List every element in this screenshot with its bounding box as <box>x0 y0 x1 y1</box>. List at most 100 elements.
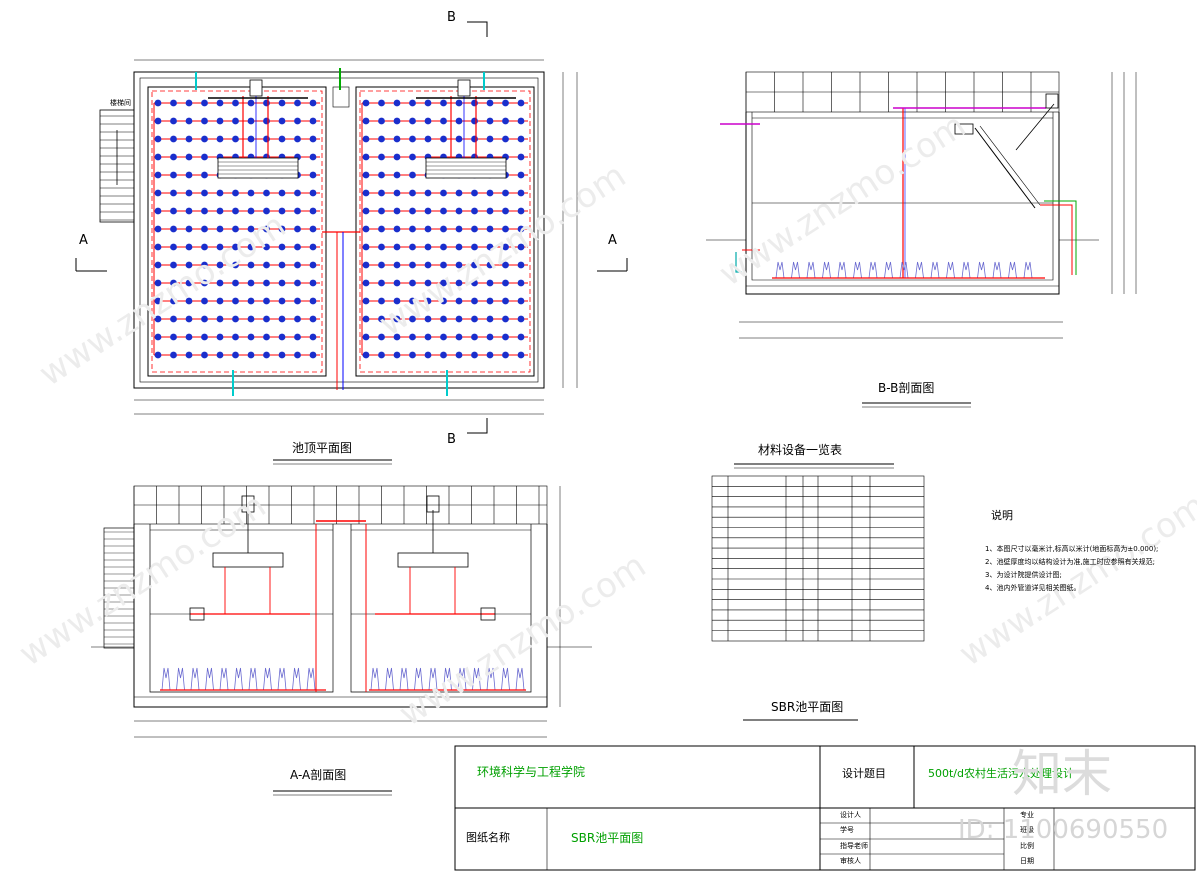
diffuser-disc <box>170 279 177 287</box>
diffuser-disc <box>486 135 494 143</box>
role-label: 学号 <box>840 826 854 834</box>
diffuser-disc <box>216 189 224 197</box>
diffuser-bubbles <box>806 261 816 279</box>
diffuser-disc <box>471 243 478 251</box>
diffuser-disc <box>247 333 255 341</box>
diffuser-disc <box>309 351 317 359</box>
diffuser-disc <box>309 189 317 197</box>
diffuser-disc <box>502 135 509 143</box>
diffuser-disc <box>393 225 401 233</box>
diffuser-disc <box>170 153 177 161</box>
diffuser-disc <box>294 99 301 107</box>
diffuser-disc <box>486 117 494 125</box>
diffuser-disc <box>502 225 509 233</box>
diffuser-bubbles <box>292 667 301 691</box>
diffuser-disc <box>201 135 208 143</box>
diffuser-disc <box>309 225 317 233</box>
note-line: 3、为设计院提供设计图; <box>985 571 1062 579</box>
diffuser-bubbles <box>443 667 452 691</box>
diffuser-disc <box>486 261 494 269</box>
diffuser-disc <box>247 117 255 125</box>
diffuser-disc <box>154 243 162 251</box>
diffuser-disc <box>393 171 401 179</box>
diffuser-disc <box>502 297 509 305</box>
diffuser-disc <box>154 261 162 269</box>
pool-top-plan-view <box>75 21 628 465</box>
diffuser-disc <box>424 207 432 215</box>
diffuser-disc <box>185 99 193 107</box>
diffuser-disc <box>471 225 478 233</box>
diffuser-disc <box>486 279 494 287</box>
role-label: 班级 <box>1020 826 1034 834</box>
diffuser-disc <box>201 99 208 107</box>
diffuser-disc <box>393 333 401 341</box>
diffuser-bubbles <box>775 261 785 279</box>
diffuser-disc <box>278 243 286 251</box>
diffuser-disc <box>424 279 432 287</box>
diffuser-disc <box>517 117 525 125</box>
diffuser-disc <box>201 279 208 287</box>
diffuser-disc <box>455 99 463 107</box>
project-value: 500t/d农村生活污水处理设计 <box>928 767 1074 780</box>
diffuser-bubbles <box>930 261 940 279</box>
brand-logo: 知末 <box>1012 745 1112 803</box>
diffuser-disc <box>201 153 208 161</box>
diffuser-disc <box>409 315 416 323</box>
diffuser-disc <box>232 279 239 287</box>
note-line: 2、池壁厚度均以结构设计为准,施工时应参照有关规范; <box>985 558 1156 566</box>
diffuser-disc <box>517 171 525 179</box>
diffuser-disc <box>362 297 370 305</box>
diffuser-disc <box>278 315 286 323</box>
diffuser-disc <box>185 207 193 215</box>
diffuser-disc <box>278 333 286 341</box>
diffuser-disc <box>378 189 385 197</box>
diffuser-disc <box>232 225 239 233</box>
diffuser-disc <box>185 279 193 287</box>
diffuser-bubbles <box>205 667 214 691</box>
diffuser-disc <box>170 333 177 341</box>
diffuser-disc <box>486 99 494 107</box>
role-label: 专业 <box>1020 811 1034 819</box>
section-mark-b-bottom: B <box>447 432 456 447</box>
diffuser-disc <box>362 351 370 359</box>
diffuser-disc <box>154 189 162 197</box>
diffuser-disc <box>362 279 370 287</box>
diffuser-disc <box>263 279 270 287</box>
diffuser-disc <box>409 333 416 341</box>
diffuser-disc <box>216 243 224 251</box>
diffuser-disc <box>393 243 401 251</box>
notes-title: 说明 <box>991 509 1013 522</box>
diffuser-disc <box>517 351 525 359</box>
diffuser-disc <box>216 279 224 287</box>
diffuser-bubbles <box>992 261 1002 279</box>
diffuser-disc <box>278 189 286 197</box>
diffuser-disc <box>278 225 286 233</box>
diffuser-disc <box>362 117 370 125</box>
diffuser-bubbles <box>915 261 924 279</box>
diffuser-disc <box>201 297 208 305</box>
school-name: 环境科学与工程学院 <box>477 765 586 779</box>
diffuser-disc <box>471 135 478 143</box>
diffuser-disc <box>278 117 286 125</box>
diffuser-disc <box>185 189 193 197</box>
diffuser-disc <box>409 207 416 215</box>
diffuser-disc <box>362 333 370 341</box>
plan-aeration-grid <box>153 68 528 396</box>
materials-table <box>711 463 925 721</box>
diffuser-disc <box>517 225 525 233</box>
diffuser-disc <box>185 261 193 269</box>
diffuser-bubbles <box>428 667 438 691</box>
diffuser-disc <box>424 189 432 197</box>
note-line: 4、池内外管道详见相关图纸。 <box>985 584 1081 592</box>
diffuser-disc <box>409 99 416 107</box>
diffuser-disc <box>216 261 224 269</box>
diffuser-bubbles <box>1008 261 1017 279</box>
diffuser-disc <box>232 333 239 341</box>
diffuser-disc <box>232 117 239 125</box>
diffuser-disc <box>294 333 301 341</box>
role-label: 设计人 <box>840 811 861 819</box>
diffuser-disc <box>517 279 525 287</box>
diffuser-disc <box>440 117 447 125</box>
diffuser-disc <box>378 279 385 287</box>
diffuser-disc <box>154 207 162 215</box>
